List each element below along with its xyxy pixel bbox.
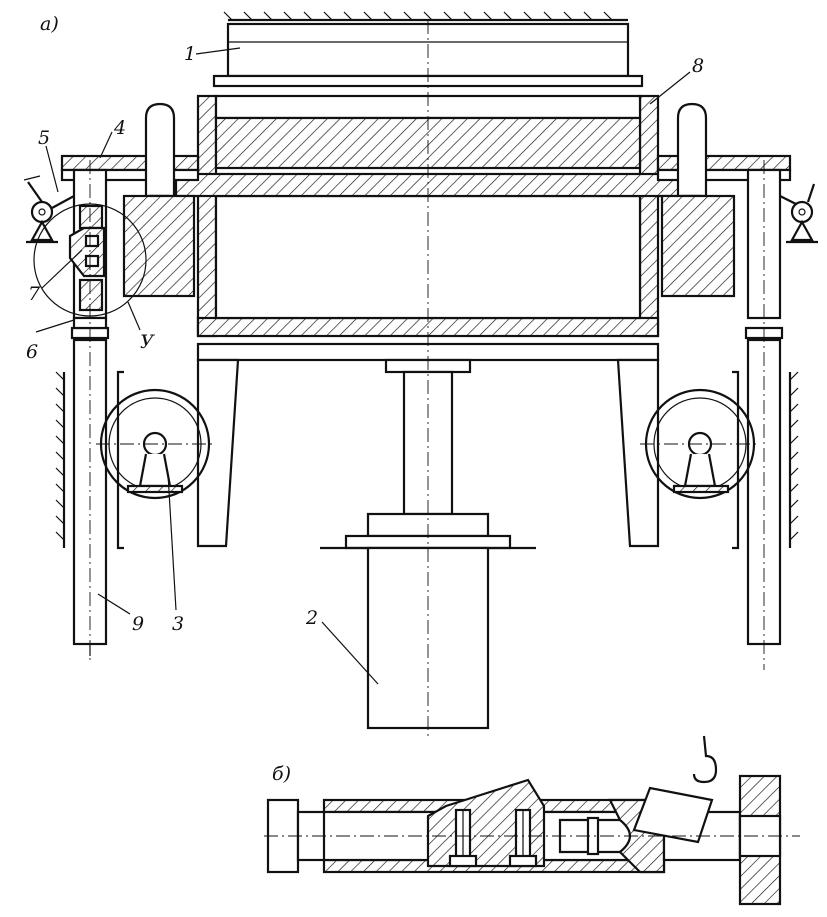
label-7: 7 — [28, 283, 41, 305]
label-1: 1 — [184, 43, 196, 65]
centerlines — [89, 20, 765, 740]
detail-y-circle — [33, 203, 147, 317]
label-9: 9 — [132, 613, 144, 635]
label-5: 5 — [38, 127, 50, 149]
label-detail-y: У — [140, 331, 155, 353]
view-a: а) 1 8 4 5 7 6 У 9 3 2 — [23, 11, 818, 740]
label-4: 4 — [113, 117, 126, 139]
label-view-a: а) — [40, 13, 59, 35]
label-2: 2 — [305, 607, 318, 629]
label-6: 6 — [26, 341, 38, 363]
label-3: 3 — [172, 613, 184, 635]
part-5-lever-right — [779, 183, 818, 244]
leader-lines — [35, 47, 691, 685]
view-b: б) — [264, 735, 800, 906]
label-8: 8 — [692, 55, 704, 77]
label-view-b: б) — [272, 763, 291, 785]
part-5-lever-left — [23, 175, 75, 244]
outer-guides — [55, 370, 799, 550]
right-counterweight — [660, 194, 736, 298]
left-counterweight — [122, 194, 196, 298]
